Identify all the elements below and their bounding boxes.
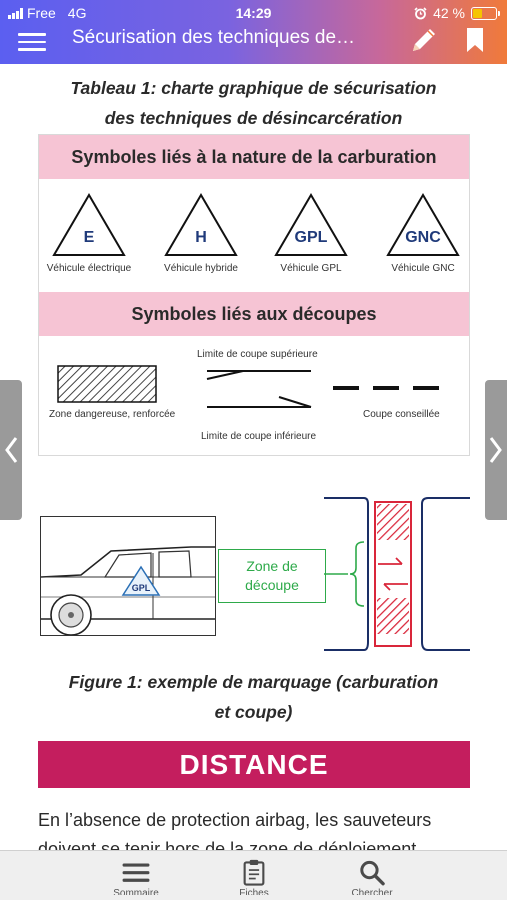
fuel-symbols-header: Symboles liés à la nature de la carburat… [39,135,469,179]
chevron-left-icon [5,437,18,463]
triangle-icon [274,193,348,256]
lower-limit-label: Limite de coupe inférieure [201,431,317,442]
triangle-icon [164,193,238,256]
symbol-letter: H [195,229,207,246]
graphic-chart-table: Symboles liés à la nature de la carburat… [38,134,470,456]
chevron-right-icon [489,437,502,463]
next-page-button[interactable] [485,380,507,520]
figure-marking-example: GPL Zone de découpe [38,492,470,662]
carrier-name: Free [27,5,56,21]
nav-summary-button[interactable]: Sommaire [113,859,159,895]
network-type: 4G [67,5,87,21]
symbol-gnc: GNC Véhicule GNC [373,191,473,281]
triangle-icon [386,193,460,256]
bottom-navigation-bar: Sommaire Fiches Chercher [0,850,507,900]
upper-limit-label: Limite de coupe supérieure [197,349,318,360]
symbol-label: Véhicule GNC [391,263,455,274]
app-bar: Sécurisation des techniques de… [0,22,507,64]
symbol-label: Véhicule GPL [280,263,342,274]
hamburger-menu-icon[interactable] [18,28,46,56]
status-bar: Free 4G 14:29 42 % [0,0,507,26]
search-icon [360,860,385,886]
symbol-electric: E Véhicule électrique [39,191,139,281]
symbol-gpl: GPL Véhicule GPL [261,191,361,281]
pillar-cut-diagram [324,497,470,651]
zone-label-line2: découpe [245,577,299,593]
car-illustration: GPL [40,516,216,636]
battery-percent: 42 % [433,5,465,21]
advised-cut-label: Coupe conseillée [363,409,440,420]
zone-label-line1: Zone de [246,558,298,574]
status-time: 14:29 [235,5,272,21]
symbol-label: Véhicule hybride [164,263,238,274]
header: Free 4G 14:29 42 % Sécurisation des tech… [0,0,507,64]
cut-limit-icon [206,370,312,408]
symbol-letter: GNC [405,229,441,246]
list-menu-icon [122,863,150,882]
zone-label: Zone dangereuse, renforcée [49,409,176,420]
page-title: Sécurisation des techniques de… [72,27,356,48]
signal-strength-icon [8,7,23,19]
cut-symbols-header: Symboles liés aux découpes [39,292,469,336]
status-right: 42 % [414,5,500,21]
figure-caption: Figure 1: exemple de marquage (carburati… [30,667,477,727]
alarm-clock-icon [414,6,427,19]
triangle-icon [52,193,126,256]
nav-label: Chercher [351,888,393,895]
nav-label: Sommaire [113,887,159,895]
hatched-zone-icon [57,365,157,403]
symbol-letter: GPL [294,229,328,246]
nav-sheets-button[interactable]: Fiches [234,859,274,895]
symbol-label: Véhicule électrique [46,263,132,274]
dashed-cut-icon [333,386,447,390]
pencil-icon[interactable] [408,24,440,56]
car-badge-label: GPL [131,583,151,593]
status-left: Free 4G [8,5,86,21]
table-caption-line1: Tableau 1: charte graphique de sécurisat… [70,78,437,98]
nav-label: Fiches [239,888,269,895]
symbol-hybrid: H Véhicule hybride [151,191,251,281]
clipboard-icon [243,859,265,886]
table-caption-line2: des techniques de désincarcération [104,108,403,128]
battery-icon [471,6,500,20]
nav-search-button[interactable]: Chercher [351,859,393,895]
bookmark-icon[interactable] [464,26,486,54]
car-icon [41,546,215,635]
section-title-distance: DISTANCE [38,741,470,788]
cut-zone-label-box: Zone de découpe [218,549,326,603]
figure-caption-line1: Figure 1: exemple de marquage (carburati… [68,672,439,692]
table-caption: Tableau 1: charte graphique de sécurisat… [30,73,477,133]
figure-caption-line2: et coupe) [214,702,293,722]
previous-page-button[interactable] [0,380,22,520]
symbol-letter: E [83,229,95,246]
